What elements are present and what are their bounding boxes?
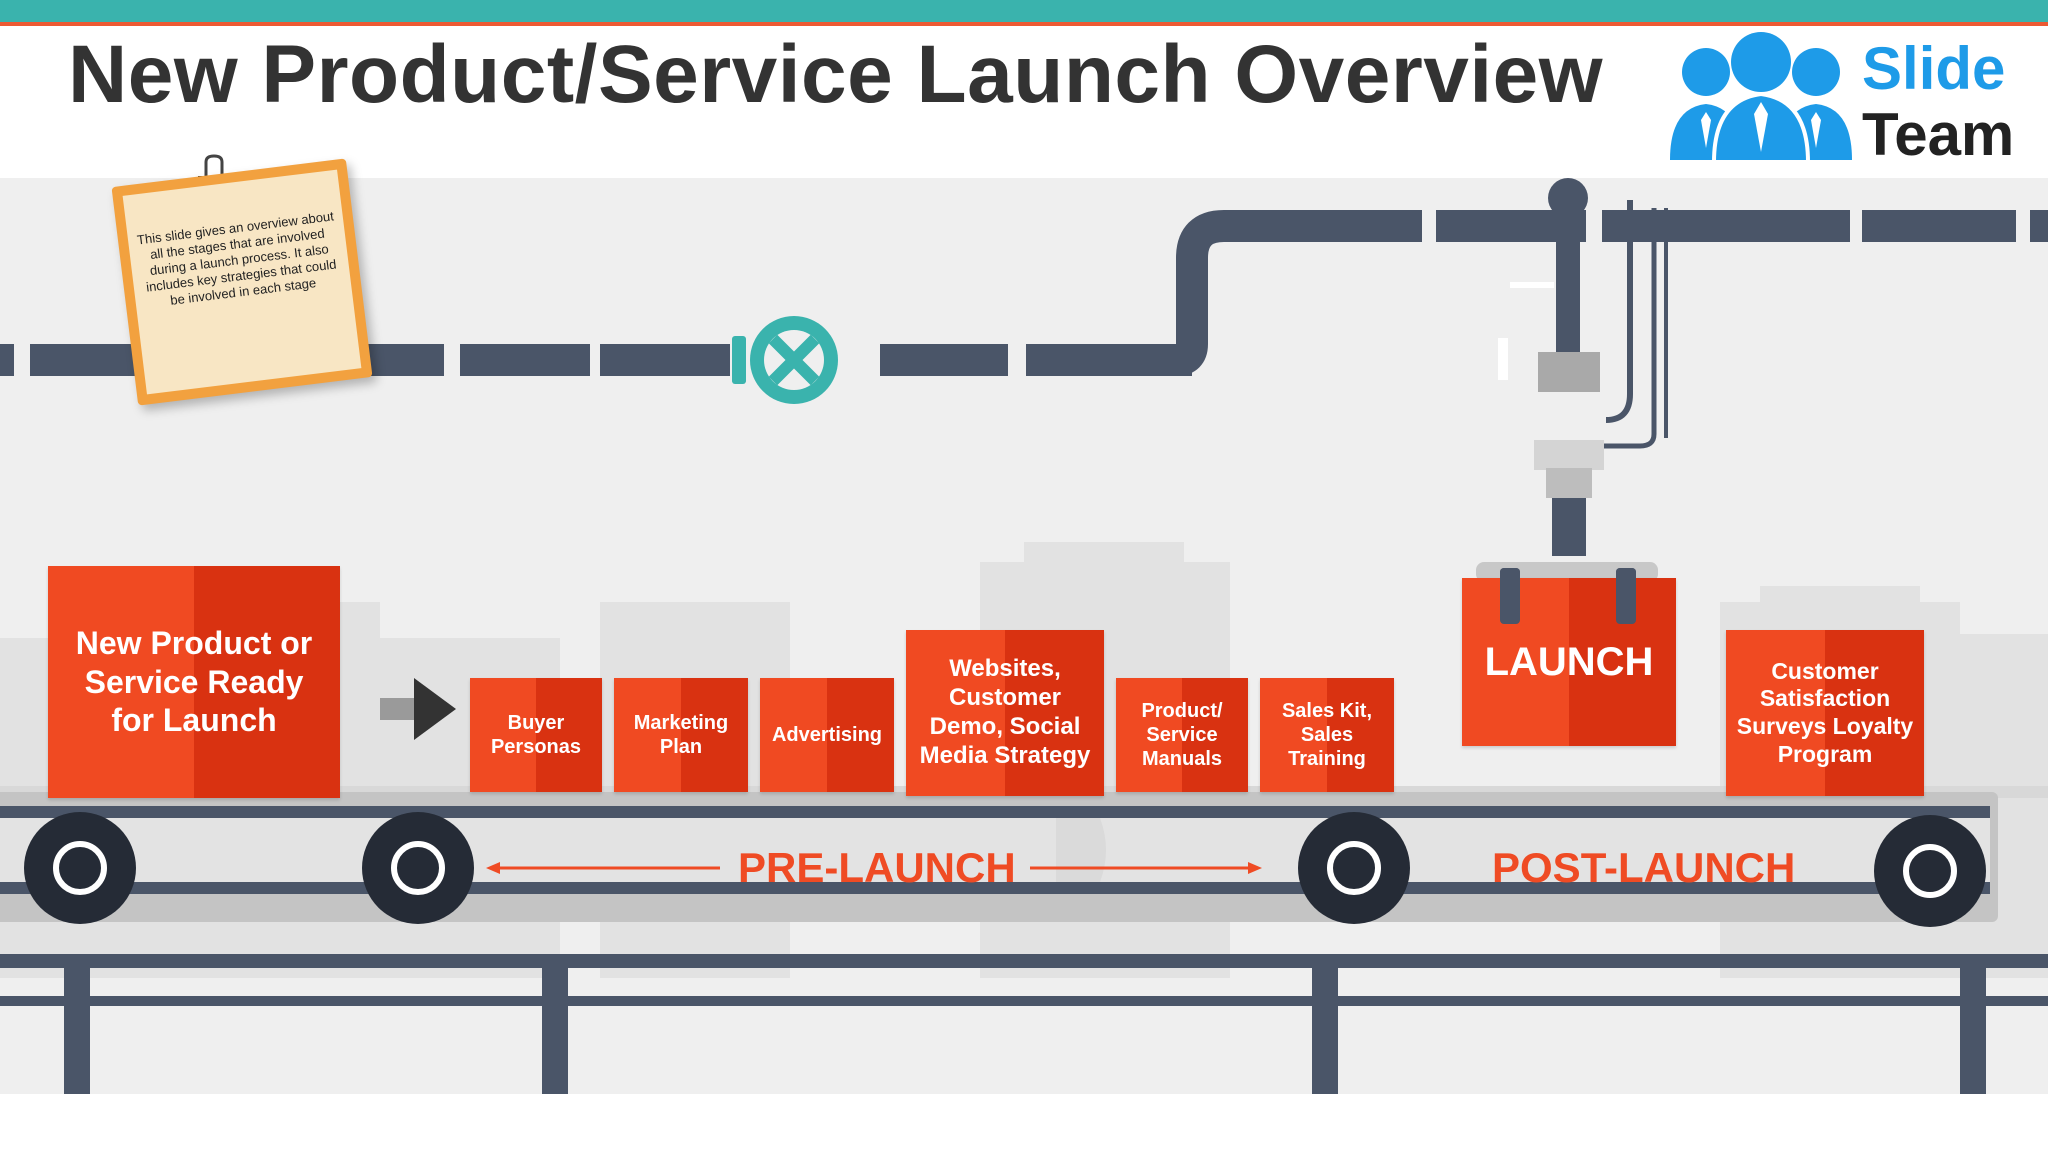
stage-box-buyer-personas: Buyer Personas — [470, 678, 602, 792]
slideteam-logo: Slide Team — [1666, 30, 2026, 170]
stage-box-label: Advertising — [771, 724, 883, 746]
top-accent-line — [0, 22, 2048, 26]
stage-box-marketing-plan: Marketing Plan — [614, 678, 748, 792]
robotic-arm — [1476, 178, 1668, 626]
stage-box-websites-demo-social: Websites, Customer Demo, Social Media St… — [906, 630, 1104, 796]
stage-box-label: Buyer Personas — [490, 712, 582, 758]
start-box-label: New Product or Service Ready for Launch — [75, 625, 313, 739]
gripper-right — [1616, 568, 1636, 624]
gripper-left — [1500, 568, 1520, 624]
stage-box-label: Websites, Customer Demo, Social Media St… — [919, 655, 1091, 769]
logo-word-team: Team — [1862, 101, 2015, 168]
post-launch-label: POST-LAUNCH — [1492, 844, 1796, 891]
right-arrow-icon — [380, 678, 456, 740]
stage-box-label: Marketing Plan — [633, 712, 729, 758]
valve-icon — [732, 316, 838, 404]
upper-pipe — [0, 210, 2048, 376]
pre-launch-label: PRE-LAUNCH — [738, 844, 1016, 891]
support-frame — [0, 954, 2048, 1094]
top-accent-bar — [0, 0, 2048, 22]
stage-box-label: Sales Kit, Sales Training — [1281, 700, 1373, 770]
sticky-note: This slide gives an overview about all t… — [111, 158, 373, 406]
stage-box-advertising: Advertising — [760, 678, 894, 792]
stage-box-sales-kit-training: Sales Kit, Sales Training — [1260, 678, 1394, 792]
launch-box-label: LAUNCH — [1484, 640, 1654, 684]
pre-launch-span-arrow — [486, 862, 1262, 874]
conveyor-wheels — [24, 812, 1986, 927]
launch-box: LAUNCH — [1462, 578, 1676, 746]
page-title: New Product/Service Launch Overview — [68, 29, 1604, 120]
sticky-note-text: This slide gives an overview about all t… — [136, 208, 338, 308]
stage-box-label: Product/ Service Manuals — [1141, 700, 1223, 770]
people-group-icon — [1670, 32, 1852, 164]
stage-box-label: Customer Satisfaction Surveys Loyalty Pr… — [1736, 657, 1914, 767]
logo-word-slide: Slide — [1862, 35, 2006, 102]
conveyor-belt — [0, 786, 2048, 922]
start-box: New Product or Service Ready for Launch — [48, 566, 340, 798]
stage-box-customer-satisfaction: Customer Satisfaction Surveys Loyalty Pr… — [1726, 630, 1924, 796]
stage-box-product-service-manuals: Product/ Service Manuals — [1116, 678, 1248, 792]
